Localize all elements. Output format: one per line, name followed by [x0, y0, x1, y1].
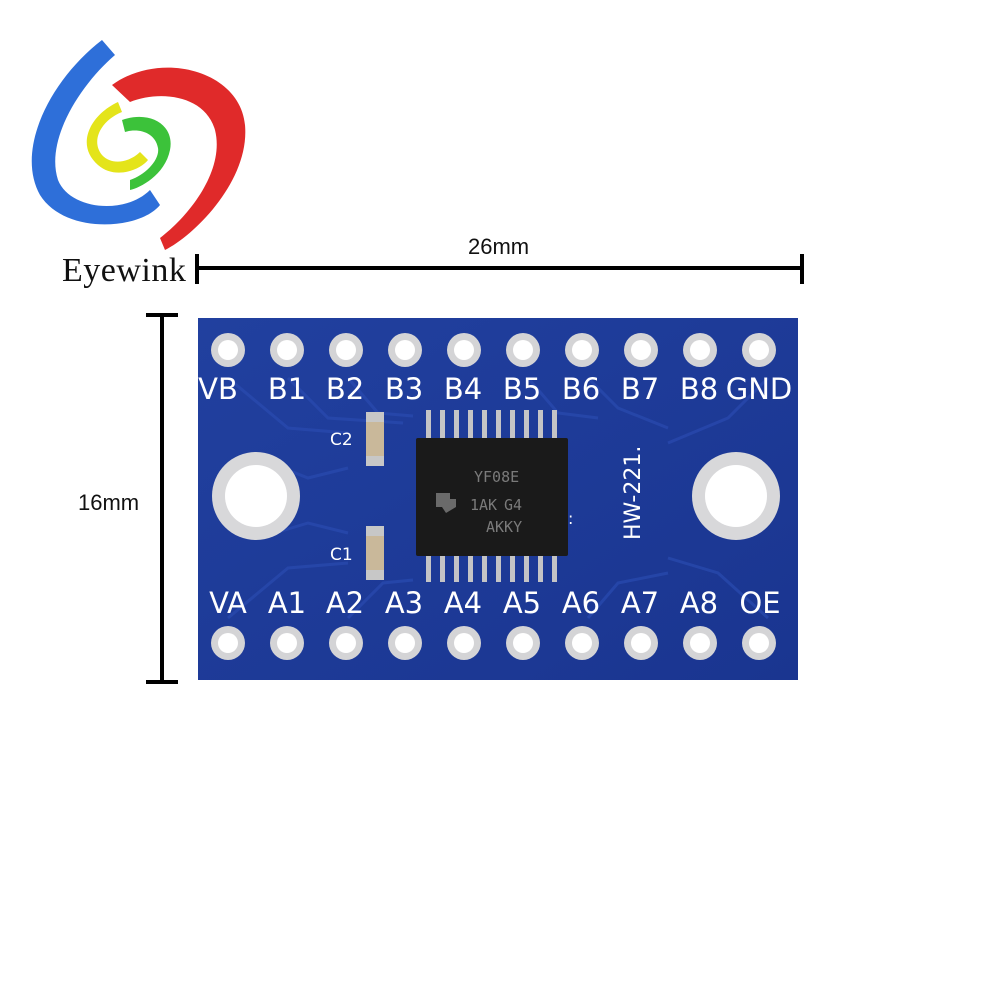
height-dimension-label: 16mm: [78, 490, 140, 515]
chip-marking-line2-small: G4: [504, 496, 522, 514]
pin-pad: [506, 626, 540, 660]
mounting-hole-left: [212, 452, 300, 540]
capacitor-label-c1: C1: [330, 545, 353, 565]
pin-pad: [211, 333, 245, 367]
pin-label-b1: B1: [267, 372, 307, 406]
pin-label-a5: A5: [502, 586, 542, 620]
pin-label-a1: A1: [267, 586, 307, 620]
pin-pad: [329, 626, 363, 660]
pin-label-b3: B3: [384, 372, 424, 406]
pin-pad: [565, 333, 599, 367]
chip-pins-top: [426, 410, 557, 446]
pin-label-a8: A8: [679, 586, 719, 620]
pin-label-b5: B5: [502, 372, 542, 406]
capacitor-c2: [366, 412, 384, 466]
pin-pad: [742, 626, 776, 660]
pin-pad: [742, 333, 776, 367]
pin-pad: [388, 333, 422, 367]
chip-marking-line1: YF08E: [474, 468, 519, 486]
mounting-hole-right: [692, 452, 780, 540]
pin-pad: [270, 333, 304, 367]
pin-label-va: VA: [209, 586, 247, 620]
pin-pad: [624, 333, 658, 367]
pin-pad: [565, 626, 599, 660]
bottom-pin-pads: [211, 626, 776, 660]
pin-label-b4: B4: [443, 372, 483, 406]
pin-label-b7: B7: [620, 372, 660, 406]
capacitor-c1: [366, 526, 384, 580]
pin-label-a2: A2: [325, 586, 365, 620]
silkscreen-dots: :: [568, 509, 573, 528]
brand-name: Eyewink: [62, 252, 187, 289]
pin-label-oe: OE: [739, 586, 781, 620]
pin-label-gnd: GND: [725, 372, 793, 406]
capacitor-label-c2: C2: [330, 430, 353, 450]
pin-label-b2: B2: [325, 372, 365, 406]
pin-label-a4: A4: [443, 586, 483, 620]
top-pin-pads: [211, 333, 776, 367]
pin-pad: [388, 626, 422, 660]
chip-marking-line3: AKKY: [486, 518, 522, 536]
pin-pad: [211, 626, 245, 660]
pin-pad: [329, 333, 363, 367]
pin-label-a7: A7: [620, 586, 660, 620]
pin-pad: [683, 626, 717, 660]
pin-label-b6: B6: [561, 372, 601, 406]
board-model-label: HW-221.: [621, 446, 646, 540]
ti-logo-icon: [436, 493, 456, 513]
pin-pad: [447, 333, 481, 367]
ic-chip: [416, 438, 568, 556]
pin-pad: [270, 626, 304, 660]
pcb-board: C2 C1 YF08E 1AK G4 AKKY : HW-221.: [198, 318, 798, 680]
pin-label-b8: B8: [679, 372, 719, 406]
chip-pins-bottom: [426, 546, 557, 582]
pin-pad: [624, 626, 658, 660]
brand-logo: [31, 40, 246, 250]
pin-pad: [506, 333, 540, 367]
pin-pad: [683, 333, 717, 367]
pin-label-a6: A6: [561, 586, 601, 620]
width-dimension-label: 26mm: [468, 234, 530, 259]
pin-pad: [447, 626, 481, 660]
pin-label-a3: A3: [384, 586, 424, 620]
chip-marking-line2: 1AK: [470, 496, 497, 514]
pin-label-vb: VB: [198, 372, 238, 406]
